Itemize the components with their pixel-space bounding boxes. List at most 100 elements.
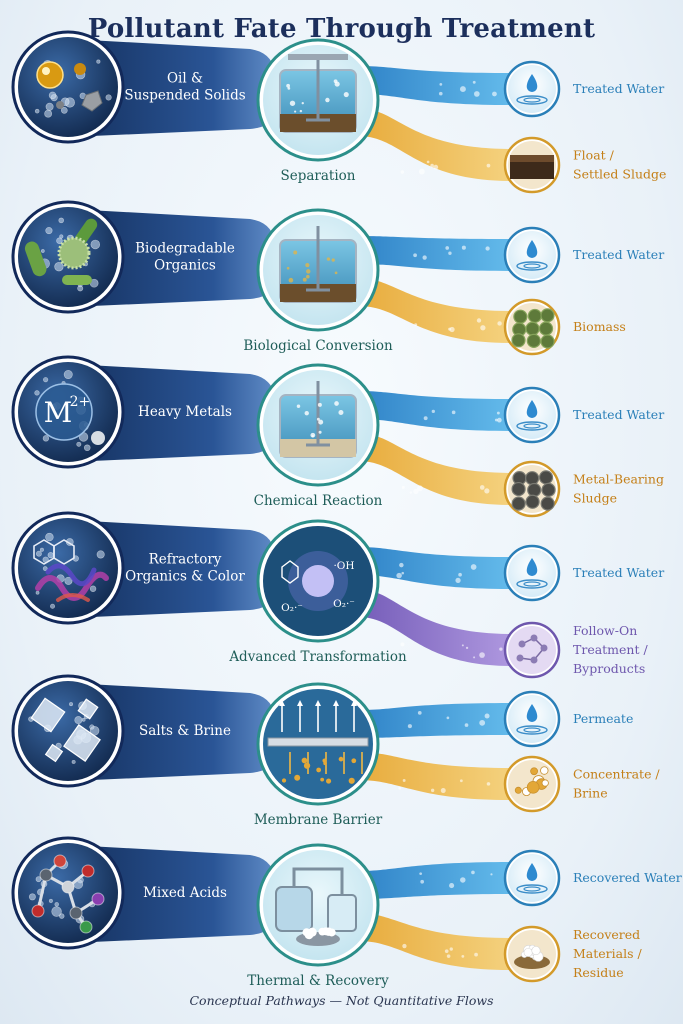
tank-bubble — [301, 102, 304, 105]
condenser-pipe — [292, 867, 344, 895]
sludge-icon — [510, 155, 554, 179]
process-circle — [263, 850, 373, 960]
process-label: Thermal & Recovery — [247, 973, 389, 989]
bubble — [34, 108, 40, 114]
ribbon-bubble — [417, 711, 422, 715]
output-label-line: Byproducts — [573, 661, 645, 676]
ribbon-bubble — [439, 83, 443, 86]
clarifier-tank-icon — [279, 54, 357, 133]
arrow-head — [333, 700, 339, 706]
ribbon-bubble — [464, 723, 469, 727]
bubble — [42, 566, 48, 571]
tank-bubble — [286, 83, 290, 88]
brine-crystal — [526, 780, 540, 794]
output-label: Biomass — [573, 319, 626, 334]
ribbon-bubble — [461, 644, 464, 647]
benzene-ring — [281, 560, 299, 584]
ribbon-bubble — [455, 577, 461, 584]
pollutant-label-line: Biodegradable — [135, 241, 235, 257]
footer-note: Conceptual Pathways — Not Quantitative F… — [189, 993, 494, 1008]
ribbon-bubble — [423, 416, 428, 421]
pollutant-label: Heavy Metals — [138, 404, 232, 420]
process-label: Biological Conversion — [243, 338, 393, 354]
tank-bubble — [343, 92, 349, 98]
tank-bubble — [306, 274, 310, 279]
bubble — [77, 285, 84, 292]
salt-ion — [281, 778, 287, 783]
membrane-icon — [267, 700, 369, 784]
ribbon-bubble — [497, 321, 502, 326]
atom — [53, 854, 67, 868]
atom — [69, 906, 83, 920]
residual-ribbon — [358, 433, 512, 505]
atom — [530, 634, 538, 642]
ribbon-bubble — [399, 562, 404, 568]
bubble — [56, 237, 63, 245]
pollutant-band — [70, 520, 275, 618]
output-label: Concentrate /Brine — [573, 767, 660, 801]
pollutant-label-line: Salts & Brine — [139, 723, 231, 739]
oil-drop — [36, 61, 64, 89]
ribbon-bubble — [465, 646, 469, 650]
ribbon-bubble — [438, 91, 443, 96]
ripple — [516, 579, 548, 589]
ribbon-bubble — [470, 564, 477, 570]
ribbon-bubble — [471, 870, 475, 875]
salt-ion — [316, 767, 322, 773]
tank-bubble — [305, 263, 310, 268]
ribbon-bubble — [396, 572, 402, 579]
ribbon-bubble — [398, 786, 402, 790]
bubble — [35, 550, 42, 557]
bubble — [90, 239, 101, 250]
ribbon-bubble — [473, 91, 480, 97]
ribbon-bubble — [486, 163, 491, 168]
bubble — [48, 898, 53, 903]
tank-bubble — [318, 419, 324, 425]
bubble — [71, 759, 76, 764]
floc-particle — [538, 470, 554, 485]
ribbon-bubble — [445, 246, 450, 250]
output-label: Treated Water — [573, 407, 664, 422]
salt-grain — [523, 947, 533, 957]
output-label-line: Treated Water — [573, 565, 664, 580]
salt-grain — [327, 928, 336, 937]
bubble — [40, 249, 45, 253]
ribbon-bubble — [497, 417, 502, 423]
treated-water-ribbon — [358, 862, 512, 899]
pollutant-circle — [18, 37, 118, 137]
ribbon-bubble — [418, 168, 425, 175]
floc-particle — [540, 496, 555, 511]
output-label-line: Permeate — [573, 711, 633, 726]
bubble — [51, 906, 62, 917]
ribbon-bubble — [417, 485, 423, 492]
bubble — [54, 902, 59, 907]
bioreactor-tank-icon — [279, 226, 357, 303]
water-drop-icon — [526, 558, 538, 576]
atom — [39, 868, 53, 882]
pollutant-label-line: Suspended Solids — [124, 87, 245, 103]
ribbon-bubble — [419, 872, 423, 876]
bubble — [59, 234, 64, 239]
ribbon-bubble — [461, 245, 466, 250]
metal-ion-icon: M2+ — [35, 383, 105, 445]
bubble — [64, 576, 73, 585]
biomass-icon — [511, 308, 555, 349]
ripple — [516, 421, 548, 431]
ribbon-bubble — [459, 779, 463, 783]
pollutant-label-line: Mixed Acids — [143, 885, 227, 901]
bubble — [45, 102, 54, 111]
atom — [79, 920, 93, 934]
output-label-line: Treatment / — [573, 642, 648, 657]
ribbon-bubble — [401, 571, 405, 575]
bubble — [45, 227, 53, 235]
tank-bubble — [318, 430, 322, 434]
salt-ion — [301, 757, 308, 764]
tank-bubble — [288, 277, 294, 283]
tank-bubble — [296, 404, 301, 408]
ribbon-bubble — [446, 716, 450, 720]
brine-crystal — [541, 779, 549, 787]
